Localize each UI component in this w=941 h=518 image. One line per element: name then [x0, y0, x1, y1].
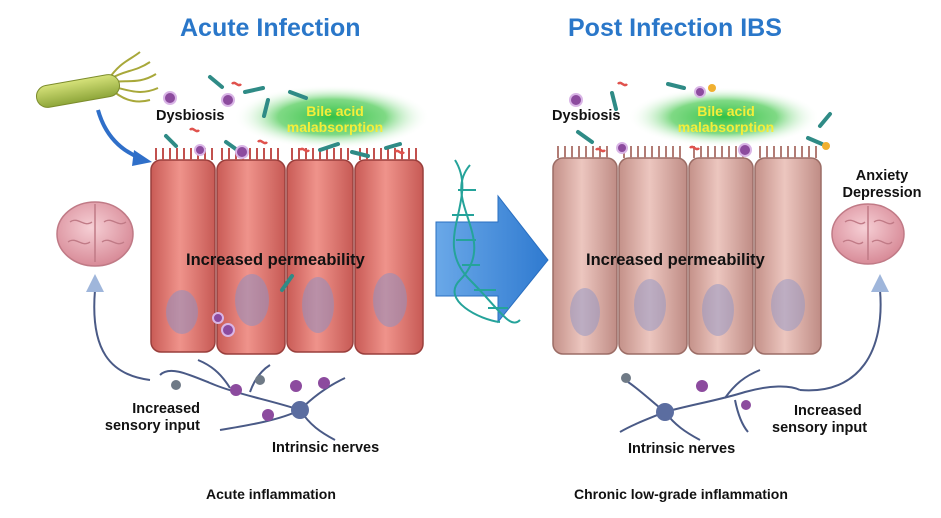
right-bile-label: Bile acid malabsorption: [666, 103, 786, 135]
left-sensory-arrow-head: [86, 274, 104, 292]
right-bile-line2: malabsorption: [677, 119, 775, 135]
bacterium-icon: [35, 51, 159, 108]
right-bile-line1: Bile acid: [697, 103, 755, 119]
right-epithelial-cells: [552, 146, 822, 355]
entry-arrow: [96, 109, 141, 160]
right-bile-glow: [628, 87, 820, 147]
left-panel-title: Acute Infection: [180, 14, 361, 42]
right-permeability-label: Increased permeability: [586, 251, 765, 269]
left-bile-line1: Bile acid: [306, 103, 364, 119]
left-sensory-line1: Increased: [132, 401, 200, 417]
dna-helix-icon: [452, 159, 521, 324]
left-sensory-label: Increased sensory input: [100, 401, 200, 435]
right-brain-icon: [831, 203, 905, 265]
left-permeability-label: Increased permeability: [186, 251, 365, 269]
right-panel-title: Post Infection IBS: [568, 14, 782, 42]
entry-arrow-head: [132, 150, 152, 166]
right-sensory-line2: sensory input: [772, 420, 868, 436]
left-bile-glow: [234, 85, 430, 149]
left-brain-icon: [56, 201, 134, 267]
right-caption: Chronic low-grade inflammation: [574, 486, 788, 502]
left-sensory-line2: sensory input: [104, 418, 200, 434]
right-anxiety-line2: Depression: [842, 185, 922, 201]
right-dysbiosis-label: Dysbiosis: [552, 108, 621, 124]
transition-arrow: [435, 194, 549, 324]
right-sensory-label: Increased sensory input: [772, 403, 867, 437]
left-caption: Acute inflammation: [206, 486, 336, 502]
right-nerve-cell-body: [656, 403, 674, 421]
right-sensory-arrow-head: [871, 274, 889, 292]
left-epithelial-cells: [150, 148, 424, 355]
right-anxiety-label: Anxiety Depression: [832, 168, 932, 202]
right-anxiety-line1: Anxiety: [855, 168, 909, 184]
right-nerve-markers: [621, 373, 751, 410]
left-nerves-label: Intrinsic nerves: [272, 440, 380, 456]
left-dysbiosis-label: Dysbiosis: [156, 108, 225, 124]
left-nerve-markers: [171, 375, 330, 421]
right-sensory-line1: Increased: [794, 403, 862, 419]
right-microbes: [569, 81, 832, 157]
left-microbes: [163, 75, 405, 337]
right-nerves-label: Intrinsic nerves: [628, 441, 736, 457]
left-nerve-cell-body: [291, 401, 309, 419]
left-bile-line2: malabsorption: [286, 119, 384, 135]
left-bile-label: Bile acid malabsorption: [270, 103, 400, 135]
